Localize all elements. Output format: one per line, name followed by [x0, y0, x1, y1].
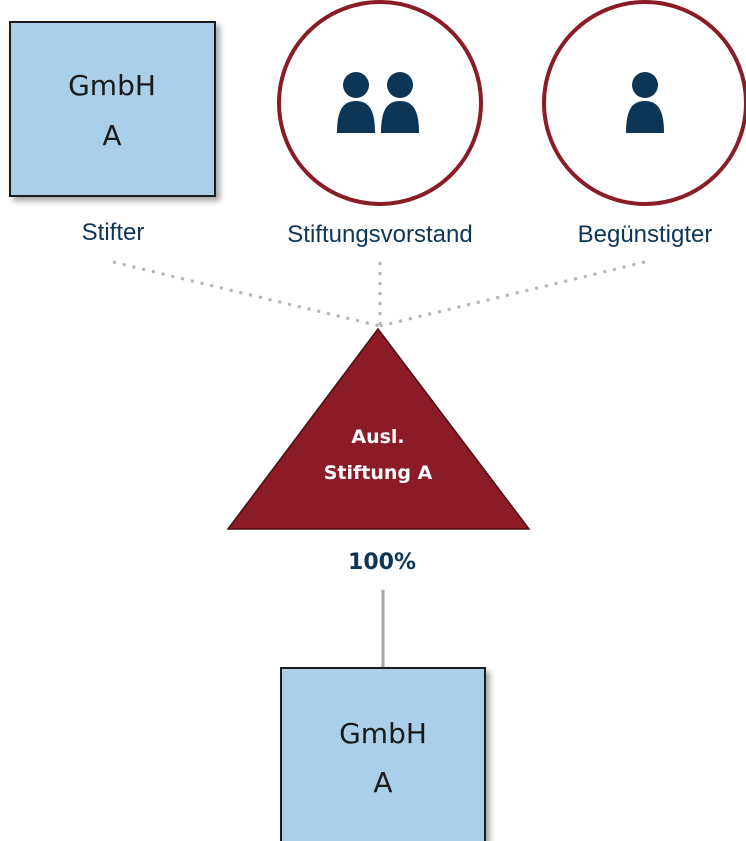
foundation-line2: Stiftung A [324, 462, 433, 484]
top-gmbh-rect [9, 21, 216, 197]
bottom-gmbh-line2: A [373, 766, 392, 799]
dotted-connectors [112, 260, 646, 328]
bottom-gmbh-rect [280, 667, 486, 841]
person-icon [626, 72, 664, 133]
connector-stifter [112, 260, 381, 328]
foundation-triangle: Ausl. Stiftung A [226, 327, 531, 530]
vorstand-ring [277, 0, 483, 206]
bottom-gmbh-box: GmbH A [280, 667, 486, 841]
label-beguenstigter: Begünstigter [578, 221, 713, 248]
beguenstigter-circle [542, 0, 746, 206]
group-people-icon [337, 72, 419, 133]
top-gmbh-line1: GmbH [68, 69, 156, 102]
label-stifter: Stifter [82, 219, 145, 246]
connector-beguenstigter [379, 260, 646, 328]
top-gmbh-box: GmbH A [9, 21, 216, 197]
top-gmbh-line2: A [102, 119, 121, 152]
bottom-gmbh-line1: GmbH [339, 717, 427, 750]
foundation-line1: Ausl. [351, 426, 404, 448]
vorstand-circle [277, 0, 483, 206]
ownership-percentage: 100% [348, 550, 416, 575]
label-stiftungsvorstand: Stiftungsvorstand [287, 221, 472, 248]
foundation-shape [226, 327, 531, 530]
